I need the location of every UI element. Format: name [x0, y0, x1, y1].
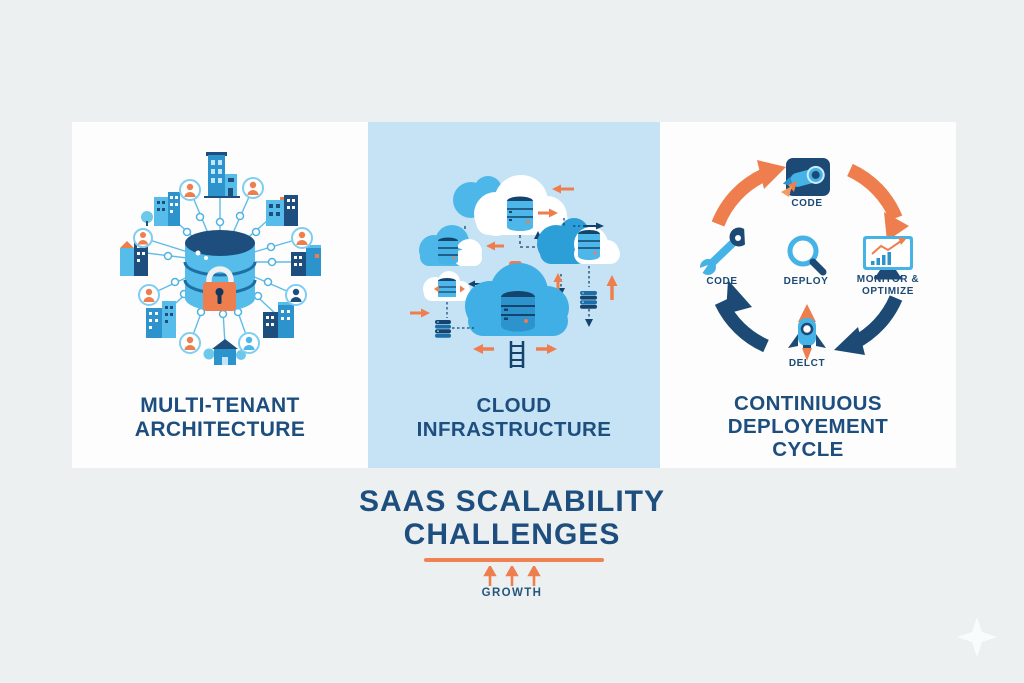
- orange-arrow-icon: [486, 241, 504, 251]
- panel-title-line: DEPLOYEMENT: [727, 415, 889, 438]
- building-icon: [146, 301, 176, 338]
- main-title-line: SAAS SCALABILITY: [358, 485, 665, 518]
- orange-arrow-icon: [538, 208, 558, 218]
- user-icon: [179, 332, 201, 354]
- panel-cloud-infrastructure: CLOUD INFRASTRUCTURE: [368, 122, 660, 468]
- orange-arrow-icon: [552, 184, 574, 194]
- cycle-step-code-top: CODE: [791, 198, 823, 209]
- cycle-arrow-icon: [834, 295, 903, 355]
- cloud-database-icon: [423, 271, 470, 301]
- locked-database-icon: [183, 230, 257, 311]
- server-stack-icon: [580, 291, 597, 309]
- panel-title-line: CYCLE: [772, 438, 844, 461]
- user-icon: [242, 177, 264, 199]
- cloud-database-icon: [419, 225, 482, 266]
- building-icon: [120, 240, 148, 276]
- user-icon: [238, 332, 260, 354]
- orange-arrow-icon: [410, 308, 430, 318]
- panel-title-cloud: CLOUD INFRASTRUCTURE: [368, 394, 660, 441]
- rocket-icon: [788, 304, 826, 361]
- cloud-database-icon: [465, 263, 569, 336]
- building-icon: [141, 192, 180, 226]
- cycle-step-delct: DELCT: [788, 358, 826, 369]
- orange-arrow-icon: [536, 344, 557, 354]
- dashed-connector: [563, 218, 580, 227]
- panel-title-line: INFRASTRUCTURE: [416, 417, 612, 441]
- growth-label: GROWTH: [481, 587, 543, 599]
- deployment-cycle-illustration: [697, 158, 913, 361]
- four-point-star-icon: [957, 617, 997, 657]
- dashed-connector: [446, 302, 474, 329]
- cycle-step-label-line: MONITOR &: [856, 274, 920, 285]
- user-icon: [285, 284, 307, 306]
- lock-shackle: [206, 266, 234, 282]
- multi-tenant-illustration: [120, 152, 321, 365]
- panel-title-line: ARCHITECTURE: [134, 418, 306, 441]
- panel-multi-tenant: MULTI-TENANT ARCHITECTURE: [72, 122, 368, 468]
- main-title-line: CHALLENGES: [403, 518, 621, 551]
- cloud-database-icon: [453, 175, 568, 236]
- dashed-connector: [519, 235, 539, 248]
- cycle-step-deploy: DEPLOY: [783, 276, 829, 287]
- user-icon: [138, 284, 160, 306]
- panel-title-line: CONTINIUOUS: [734, 392, 882, 415]
- server-stack-icon: [435, 320, 451, 338]
- user-icon: [133, 228, 153, 248]
- user-icon: [291, 227, 313, 249]
- growth-up-arrows-icon: [483, 566, 541, 586]
- building-icon: [266, 195, 298, 226]
- rocket-badge-icon: [781, 158, 830, 197]
- panel-title-line: CLOUD: [476, 394, 552, 417]
- panel-title-deployment: CONTINIUOUS DEPLOYEMENT CYCLE: [660, 392, 956, 461]
- dark-arrow-icon: [583, 222, 604, 230]
- building-icon: [203, 339, 246, 365]
- main-title: SAAS SCALABILITY CHALLENGES: [0, 485, 1024, 551]
- panel-title-line: MULTI-TENANT: [140, 394, 300, 417]
- monitor-chart-icon: [863, 236, 913, 280]
- ladder-icon: [509, 341, 525, 368]
- cycle-arrow-icon: [714, 280, 769, 353]
- title-underline: [424, 558, 604, 562]
- wrench-icon: [697, 226, 755, 278]
- orange-arrow-icon: [606, 275, 618, 300]
- cycle-arrow-icon: [711, 160, 786, 227]
- magnifier-icon: [787, 235, 827, 276]
- orange-arrow-icon: [473, 344, 494, 354]
- down-arrowhead: [585, 319, 593, 327]
- cloud-infrastructure-illustration: [410, 175, 620, 368]
- panel-deployment-cycle: CODE CODE DEPLOY MONITOR & OPTIMIZE DELC…: [660, 122, 956, 468]
- cycle-step-label-line: OPTIMIZE: [861, 285, 915, 297]
- building-icon: [263, 302, 294, 338]
- building-icon: [291, 245, 321, 276]
- building-icon: [204, 152, 240, 198]
- panel-title-multi-tenant: MULTI-TENANT ARCHITECTURE: [72, 394, 368, 442]
- user-icon: [179, 179, 201, 201]
- cycle-step-monitor-optimize: MONITOR & OPTIMIZE: [838, 274, 938, 297]
- cycle-arrow-icon: [847, 163, 909, 241]
- cloud-database-icon: [537, 218, 620, 264]
- cycle-step-code-left: CODE: [706, 276, 738, 287]
